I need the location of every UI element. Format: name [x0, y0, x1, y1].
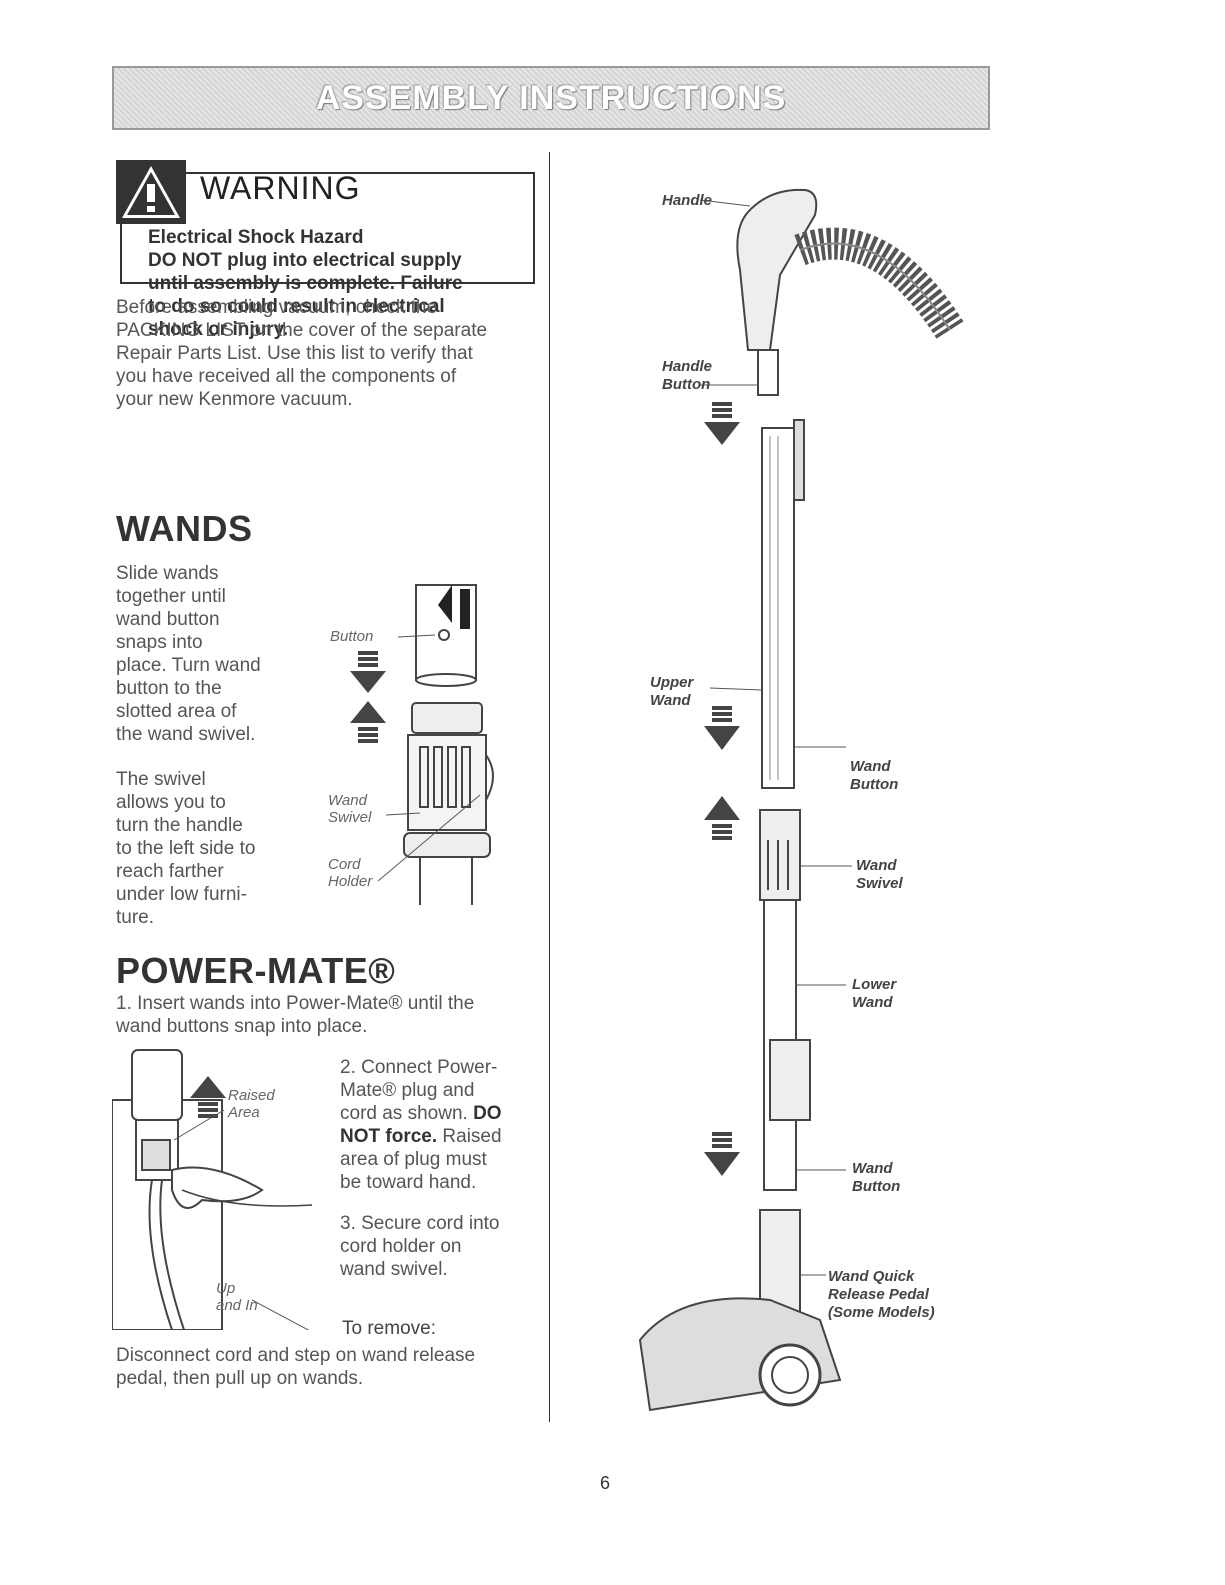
label-line: Button	[850, 776, 899, 793]
text-line: cord holder on	[340, 1236, 462, 1257]
text-line: PACKING LIST on the cover of the separat…	[116, 320, 488, 341]
handle-label: Handle	[662, 192, 713, 209]
wands-paragraph-1: Slide wands together until wand button s…	[116, 562, 261, 746]
warning-text: Electrical Shock Hazard DO NOT plug into…	[148, 226, 463, 341]
text-line: under low furni-	[116, 884, 247, 905]
intro-paragraph: Before assembling vacuum, check the PACK…	[116, 296, 487, 411]
text-line: ture.	[116, 907, 155, 928]
remove-paragraph: Disconnect cord and step on wand release…	[116, 1344, 475, 1390]
text-line: 2. Connect Power-	[340, 1057, 498, 1078]
remove-heading: To remove:	[342, 1318, 436, 1339]
warning-line: until assembly is complete. Failure	[148, 273, 463, 294]
label-line: Wand	[650, 692, 691, 709]
powermate-step-1: 1. Insert wands into Power-Mate® until t…	[116, 992, 474, 1038]
wand-swivel-label: Wand Swivel	[328, 792, 371, 826]
warning-line: DO NOT plug into electrical supply	[148, 250, 462, 271]
page-title: ASSEMBLY INSTRUCTIONS	[315, 78, 787, 117]
text-line: Disconnect cord and step on wand release	[116, 1345, 476, 1366]
bold-text: NOT force.	[340, 1126, 438, 1147]
wand-swivel-illustration	[350, 584, 494, 905]
warning-line: shock or injury.	[148, 319, 289, 340]
label-line: Area	[228, 1104, 260, 1121]
powermate-step-3: 3. Secure cord into cord holder on wand …	[340, 1212, 499, 1281]
label-line: Lower	[852, 976, 897, 993]
vacuum-assembly-diagram	[638, 188, 964, 1412]
label-line: Raised	[228, 1087, 275, 1104]
text-line: you have received all the components of	[116, 366, 457, 387]
page-number: 6	[600, 1473, 611, 1493]
warning-icon	[116, 160, 186, 224]
text-line: area of plug must	[340, 1149, 487, 1170]
text-line: the wand swivel.	[116, 724, 256, 745]
text-line: your new Kenmore vacuum.	[116, 389, 353, 410]
warning-line: Electrical Shock Hazard	[148, 227, 364, 248]
label-line: Release Pedal	[828, 1286, 929, 1303]
lower-wand-label: Lower Wand	[852, 976, 896, 1012]
button-label: Button	[330, 628, 374, 645]
text-line: Before assembling vacuum, check the	[116, 297, 438, 318]
label-line: Wand	[856, 857, 897, 874]
handle-button-label: Handle Button	[662, 358, 712, 394]
label-line: Swivel	[856, 875, 903, 892]
wands-heading: WANDS	[116, 508, 253, 549]
text-line: Raised	[437, 1126, 502, 1147]
text-line: allows you to	[116, 792, 226, 813]
label-line: (Some Models)	[828, 1304, 935, 1321]
text-line: reach farther	[116, 861, 224, 882]
warning-line: to do so could result in electrical	[148, 296, 445, 317]
text-line: snaps into	[116, 632, 203, 653]
text-line: 1. Insert wands into Power-Mate® until t…	[116, 993, 475, 1014]
text-line: wand buttons snap into place.	[116, 1016, 368, 1037]
warning-box	[120, 172, 535, 284]
text-line: be toward hand.	[340, 1172, 477, 1193]
text-line: wand button	[116, 609, 220, 630]
text-line: to the left side to	[116, 838, 256, 859]
label-line: Holder	[328, 873, 373, 890]
upper-wand-label: Upper Wand	[650, 674, 693, 710]
cord-holder-label: Cord Holder	[328, 856, 372, 890]
label-line: Upper	[650, 674, 694, 691]
column-divider	[549, 152, 550, 1422]
text-line: place. Turn wand	[116, 655, 261, 676]
label-line: Button	[662, 376, 711, 393]
text-line: together until	[116, 586, 226, 607]
powermate-heading: POWER-MATE®	[116, 950, 396, 991]
text-line: cord as shown.	[340, 1103, 468, 1124]
label-line: Wand	[852, 1160, 893, 1177]
text-line: pedal, then pull up on wands.	[116, 1368, 364, 1389]
warning-title: WARNING	[200, 170, 361, 206]
wands-paragraph-2: The swivel allows you to turn the handle…	[116, 768, 255, 929]
label-line: Handle	[662, 358, 713, 375]
label-line: Wand	[852, 994, 893, 1011]
wand-button-label-upper: Wand Button	[850, 758, 898, 794]
powermate-step-2: 2. Connect Power- Mate® plug and cord as…	[340, 1056, 502, 1194]
wand-button-label-lower: Wand Button	[852, 1160, 900, 1196]
label-line: Button	[852, 1178, 901, 1195]
text-line: 3. Secure cord into	[340, 1213, 500, 1234]
text-line: button to the	[116, 678, 222, 699]
plug-illustration	[112, 1049, 313, 1330]
header-bar: ASSEMBLY INSTRUCTIONS	[112, 66, 990, 130]
text-line: slotted area of	[116, 701, 237, 722]
text-line: wand swivel.	[340, 1259, 448, 1280]
text-line: Mate® plug and	[340, 1080, 475, 1101]
text-line: turn the handle	[116, 815, 243, 836]
wand-swivel-label-right: Wand Swivel	[856, 857, 903, 893]
bold-text: DO	[473, 1103, 502, 1124]
label-line: and In	[216, 1297, 258, 1314]
raised-area-label: Raised Area	[228, 1087, 275, 1121]
text-line: The swivel	[116, 769, 206, 790]
text-line: Repair Parts List. Use this list to veri…	[116, 343, 473, 364]
label-line: Wand Quick	[828, 1268, 915, 1285]
up-and-in-label: Up and In	[216, 1280, 258, 1314]
label-line: Wand	[328, 792, 367, 809]
label-line: Cord	[328, 856, 361, 873]
quick-release-label: Wand Quick Release Pedal (Some Models)	[828, 1268, 935, 1322]
label-line: Up	[216, 1280, 236, 1297]
label-line: Swivel	[328, 809, 372, 826]
label-line: Wand	[850, 758, 891, 775]
text-line: Slide wands	[116, 563, 219, 584]
